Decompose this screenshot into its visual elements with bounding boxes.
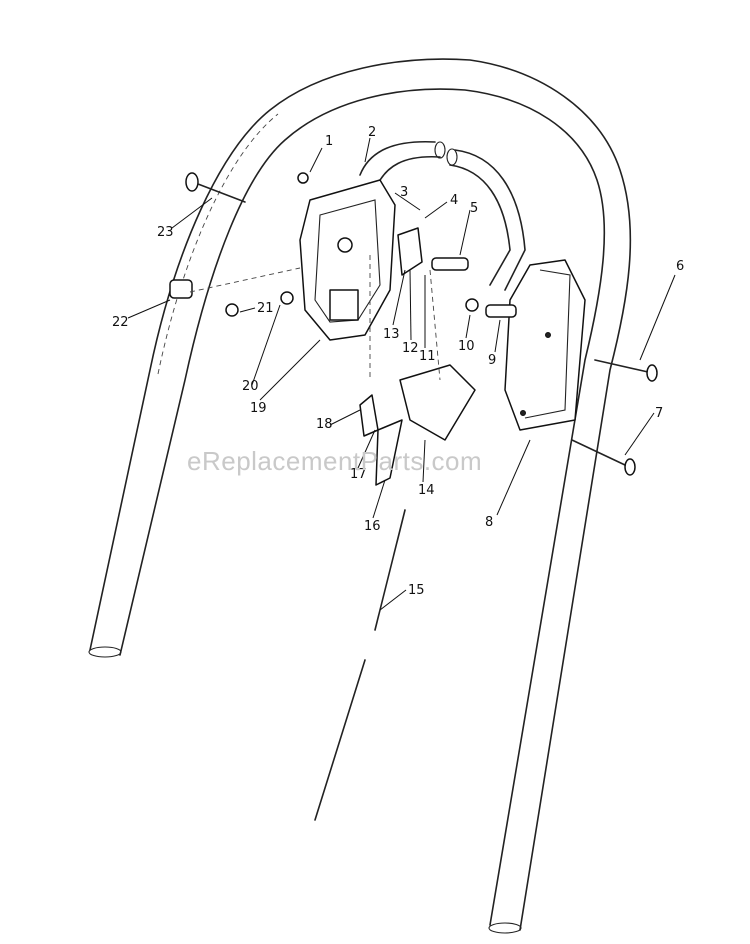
callout-14: 14: [418, 483, 435, 498]
callout-22: 22: [112, 315, 129, 330]
callout-6: 6: [676, 259, 684, 274]
callout-3: 3: [400, 185, 408, 200]
callout-12: 12: [402, 341, 419, 356]
leader-lines: [127, 137, 676, 611]
callout-4: 4: [450, 193, 458, 208]
callout-23: 23: [157, 225, 174, 240]
callout-9: 9: [488, 353, 496, 368]
hardware: [169, 172, 517, 821]
watermark-text: eReplacementParts.com: [187, 446, 482, 476]
callout-10: 10: [458, 339, 475, 354]
callout-16: 16: [364, 519, 381, 534]
callout-5: 5: [470, 201, 478, 216]
control-housing: [299, 179, 396, 341]
bolt-7: [571, 439, 636, 476]
callout-15: 15: [408, 583, 425, 598]
right-cover: [504, 259, 586, 431]
bolt-6: [594, 359, 658, 382]
callout-2: 2: [368, 125, 376, 140]
callout-11: 11: [419, 349, 436, 364]
callout-19: 19: [250, 401, 267, 416]
callout-18: 18: [316, 417, 333, 432]
callout-20: 20: [242, 379, 259, 394]
mower-handle: [88, 58, 632, 934]
callout-8: 8: [485, 515, 493, 530]
callout-13: 13: [383, 327, 400, 342]
callout-17: 17: [350, 467, 367, 482]
callout-21: 21: [257, 301, 274, 316]
callout-1: 1: [325, 134, 333, 149]
callout-7: 7: [655, 406, 663, 421]
bolt-23: [185, 172, 246, 203]
callout-labels: 1 2 3 4 5 6 7 8 9 10 11 12 13 14 15 16 1…: [112, 125, 684, 598]
